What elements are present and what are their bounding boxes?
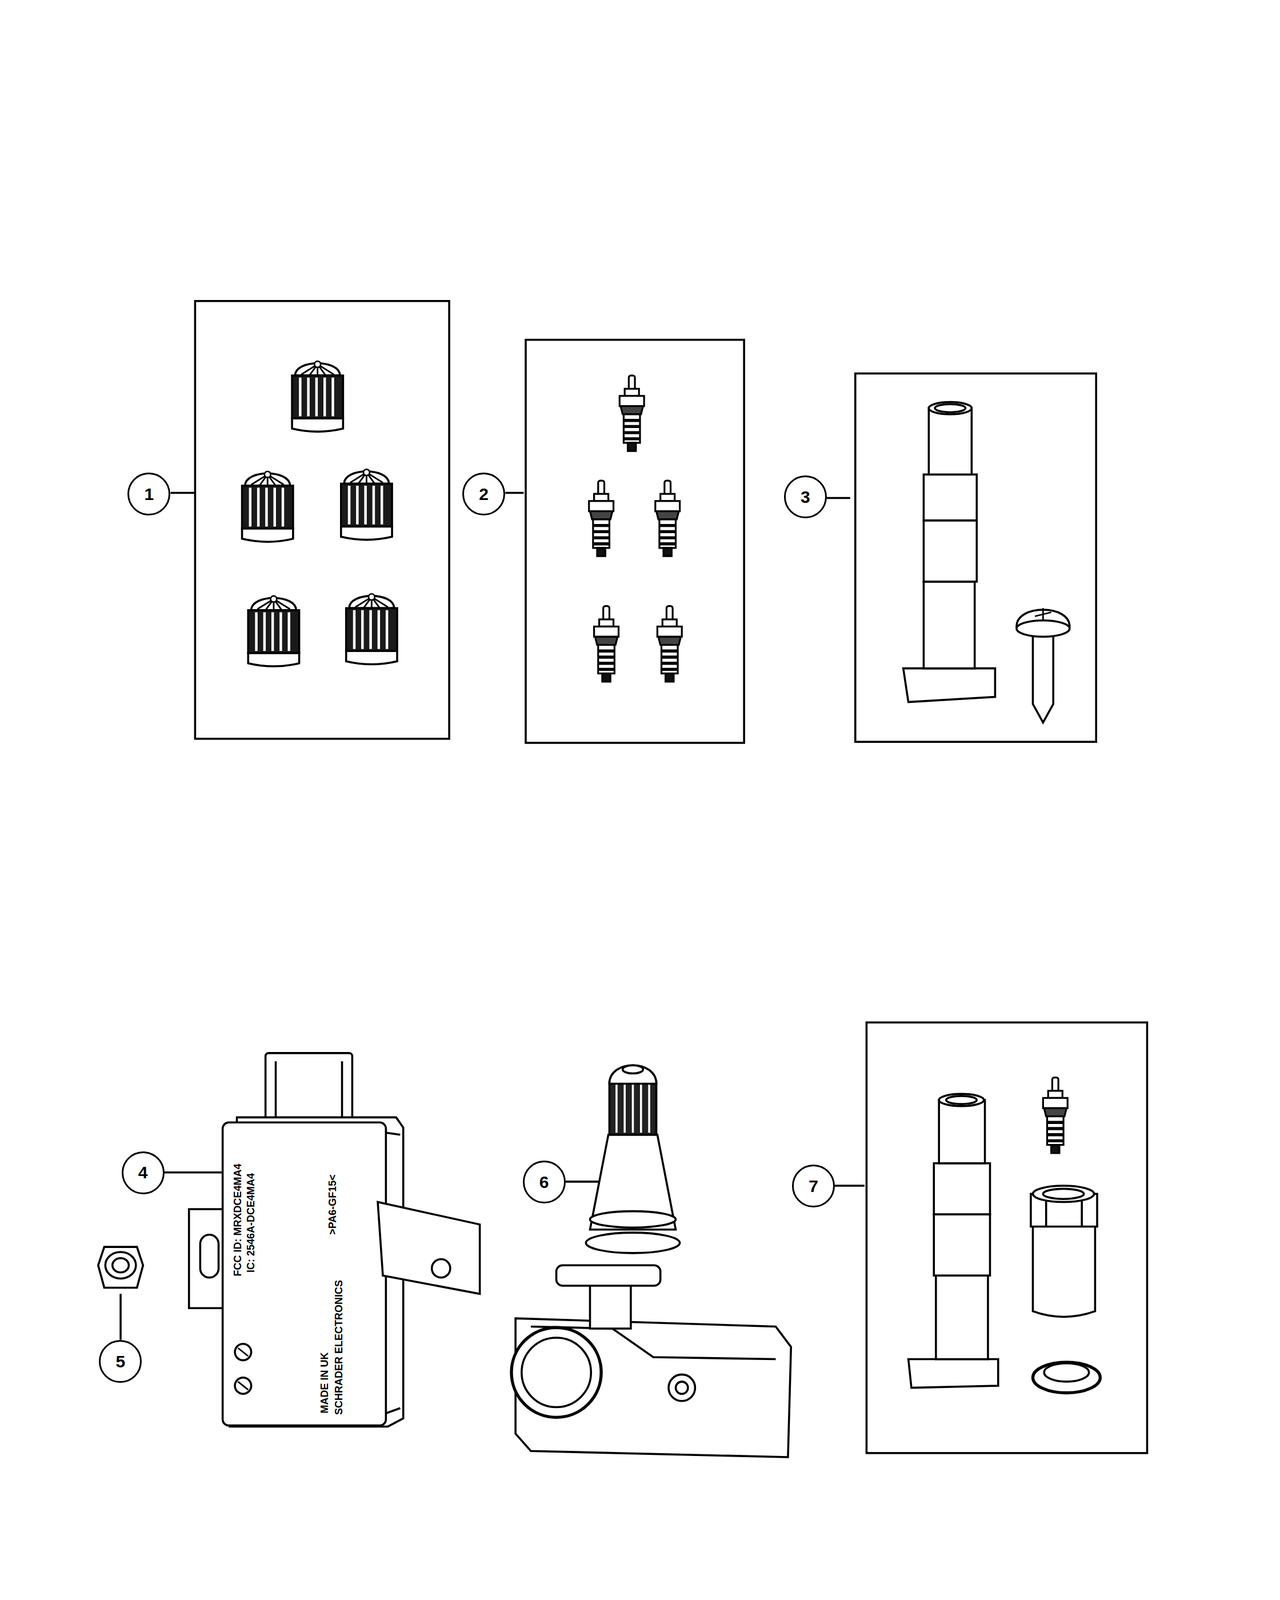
callout-circle: 3 — [784, 475, 827, 519]
callout-number: 7 — [808, 1177, 819, 1195]
callout-circle: 1 — [127, 472, 171, 516]
callout-number: 3 — [800, 488, 811, 506]
callout-circle: 7 — [792, 1164, 835, 1208]
module-marking: >PA6-GF15< — [327, 1174, 338, 1235]
callout-number: 4 — [138, 1164, 148, 1182]
callout-number: 1 — [144, 485, 154, 503]
callout-circle: 6 — [522, 1160, 566, 1204]
module-marking: SCHRADER ELECTRONICS — [333, 1280, 344, 1415]
module-marking: IC: 2546A-DCE4MA4 — [245, 1173, 256, 1273]
callout-circle: 2 — [462, 472, 506, 516]
module-marking: MADE IN UK — [319, 1352, 330, 1414]
callout-circle: 4 — [121, 1151, 165, 1195]
module-marking: FCC ID: MRXDCE4MA4 — [232, 1163, 243, 1276]
callout-number: 2 — [478, 485, 489, 503]
callout-circle: 5 — [98, 1340, 142, 1383]
callout-number: 6 — [539, 1173, 550, 1191]
callout-number: 5 — [115, 1353, 126, 1371]
